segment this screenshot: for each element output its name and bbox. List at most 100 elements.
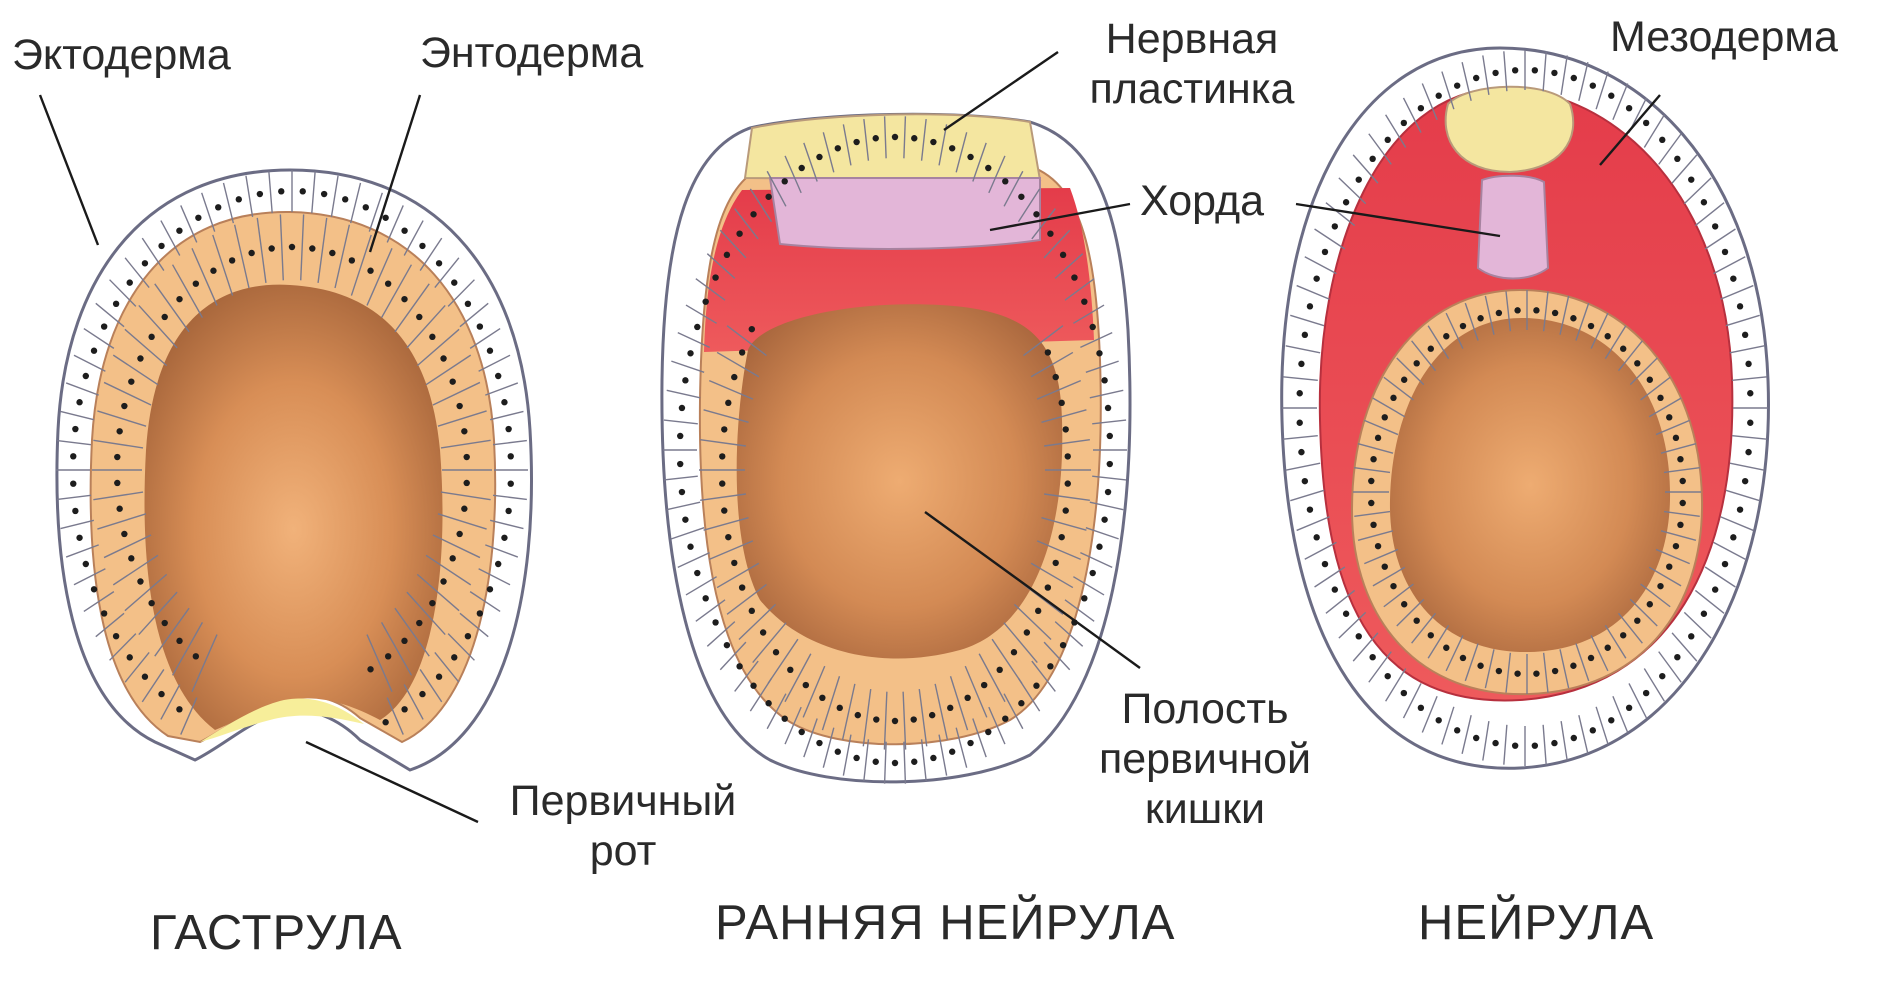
early-neurula-ectoderm-nucleus — [1033, 211, 1039, 217]
neurula-ectoderm-nucleus — [1385, 137, 1391, 143]
early-neurula-ectoderm-nucleus — [1107, 461, 1113, 467]
neurula-endoderm-nucleus — [1552, 668, 1558, 674]
early-neurula-ectoderm-nucleus — [702, 298, 708, 304]
gastrula-endoderm-nucleus — [137, 355, 143, 361]
early-neurula-ectoderm-nucleus — [892, 134, 898, 140]
neurula-ectoderm-nucleus — [1737, 506, 1743, 512]
early-neurula-ectoderm-nucleus — [1096, 350, 1102, 356]
early-neurula-ectoderm-nucleus — [835, 749, 841, 755]
neurula-endoderm-nucleus — [1605, 645, 1611, 651]
early-neurula-ectoderm-nucleus — [687, 350, 693, 356]
neurula-endoderm-nucleus — [1533, 307, 1539, 313]
early-neurula-gut-cavity — [737, 304, 1063, 658]
label-gut-cavity: Полость первичной кишки — [1080, 684, 1330, 834]
early-neurula-ectoderm-nucleus — [687, 544, 693, 550]
early-neurula-ectoderm-nucleus — [892, 760, 898, 766]
early-neurula-endoderm-nucleus — [749, 326, 755, 332]
gastrula-ectoderm-nucleus — [113, 633, 119, 639]
label-neural-plate: Нервная пластинка — [1072, 14, 1312, 114]
gastrula-ectoderm-nucleus — [401, 227, 407, 233]
neurula-ectoderm-nucleus — [1701, 611, 1707, 617]
neurula-ectoderm-nucleus — [1322, 561, 1328, 567]
neurula-endoderm-nucleus — [1570, 663, 1576, 669]
gastrula-endoderm-nucleus — [162, 314, 168, 320]
early-neurula-endoderm-nucleus — [739, 584, 745, 590]
neurula-endoderm-nucleus — [1413, 617, 1419, 623]
early-neurula-ectoderm-nucleus — [799, 165, 805, 171]
gastrula-ectoderm-nucleus — [505, 508, 511, 514]
early-neurula-endoderm-nucleus — [929, 712, 935, 718]
neurula-ectoderm-nucleus — [1473, 75, 1479, 81]
early-neurula-endoderm-nucleus — [1024, 629, 1030, 635]
neurula-endoderm-nucleus — [1390, 583, 1396, 589]
neurula-ectoderm-nucleus — [1418, 705, 1424, 711]
label-mesoderm: Мезодерма — [1610, 12, 1838, 62]
gastrula-endoderm-nucleus — [193, 653, 199, 659]
neurula-ectoderm-nucleus — [1674, 156, 1680, 162]
early-neurula-endoderm-nucleus — [721, 507, 727, 513]
early-neurula-endoderm-nucleus — [1065, 480, 1071, 486]
gastrula-ectoderm-nucleus — [83, 373, 89, 379]
neurula-ectoderm-nucleus — [1307, 303, 1313, 309]
early-neurula-ectoderm-nucleus — [1002, 715, 1008, 721]
gastrula-ectoderm-nucleus — [113, 301, 119, 307]
gastrula-figure — [56, 170, 532, 770]
gastrula-endoderm-nucleus — [114, 480, 120, 486]
neurula-endoderm-nucleus — [1588, 323, 1594, 329]
neurula-ectoderm-nucleus — [1747, 420, 1753, 426]
early-neurula-ectoderm-nucleus — [1089, 324, 1095, 330]
stage-title-early-neurula: РАННЯЯ НЕЙРУЛА — [715, 895, 1175, 951]
neurula-ectoderm-nucleus — [1626, 105, 1632, 111]
gastrula-endoderm-nucleus — [461, 506, 467, 512]
early-neurula-ectoderm-nucleus — [930, 755, 936, 761]
gastrula-ectoderm-nucleus — [101, 610, 107, 616]
gastrula-ectoderm-nucleus — [91, 586, 97, 592]
early-neurula-ectoderm-nucleus — [712, 619, 718, 625]
gastrula-ectoderm-nucleus — [477, 610, 483, 616]
early-neurula-endoderm-nucleus — [1065, 453, 1071, 459]
gastrula-ectoderm-nucleus — [465, 633, 471, 639]
leader-ectoderm — [40, 95, 98, 245]
neurula-figure — [1282, 48, 1769, 768]
neurula-ectoderm-nucleus — [1712, 223, 1718, 229]
gastrula-cavity — [145, 285, 443, 730]
gastrula-endoderm-nucleus — [401, 296, 407, 302]
neurula-ectoderm-nucleus — [1302, 332, 1308, 338]
early-neurula-endoderm-nucleus — [981, 682, 987, 688]
label-neural-plate-line2: пластинка — [1072, 64, 1312, 114]
neurula-endoderm-nucleus — [1657, 395, 1663, 401]
neurula-endoderm-nucleus — [1443, 333, 1449, 339]
gastrula-ectoderm-nucleus — [70, 453, 76, 459]
early-neurula-ectoderm-nucleus — [1101, 377, 1107, 383]
label-endoderm: Энтодерма — [420, 28, 643, 78]
early-neurula-ectoderm-nucleus — [949, 145, 955, 151]
neurula-endoderm-nucleus — [1460, 655, 1466, 661]
neurula-ectoderm-nucleus — [1742, 478, 1748, 484]
early-neurula-endoderm-nucleus — [855, 712, 861, 718]
gastrula-ectoderm-nucleus — [436, 674, 442, 680]
neurula-endoderm-nucleus — [1647, 601, 1653, 607]
neurula-ectoderm-nucleus — [1659, 137, 1665, 143]
gastrula-ectoderm-nucleus — [465, 301, 471, 307]
neurula-endoderm-nucleus — [1552, 310, 1558, 316]
early-neurula-ectoderm-nucleus — [1096, 544, 1102, 550]
early-neurula-endoderm-nucleus — [803, 682, 809, 688]
neurula-ectoderm-nucleus — [1343, 611, 1349, 617]
early-neurula-ectoderm-nucleus — [679, 489, 685, 495]
gastrula-ectoderm-nucleus — [495, 373, 501, 379]
neurula-notochord — [1478, 176, 1548, 279]
early-neurula-endoderm-nucleus — [1035, 608, 1041, 614]
neurula-ectoderm-nucleus — [1492, 740, 1498, 746]
gastrula-endoderm-nucleus — [121, 403, 127, 409]
label-notochord: Хорда — [1140, 176, 1264, 226]
early-neurula-endoderm-nucleus — [964, 695, 970, 701]
neurula-ectoderm-nucleus — [1590, 82, 1596, 88]
early-neurula-ectoderm-nucleus — [853, 139, 859, 145]
early-neurula-endoderm-nucleus — [731, 374, 737, 380]
gastrula-ectoderm-nucleus — [342, 196, 348, 202]
gastrula-endoderm-nucleus — [416, 314, 422, 320]
neurula-endoderm-nucleus — [1375, 435, 1381, 441]
neurula-endoderm-nucleus — [1375, 543, 1381, 549]
neurula-ectoderm-nucleus — [1298, 449, 1304, 455]
early-neurula-ectoderm-nucleus — [949, 749, 955, 755]
